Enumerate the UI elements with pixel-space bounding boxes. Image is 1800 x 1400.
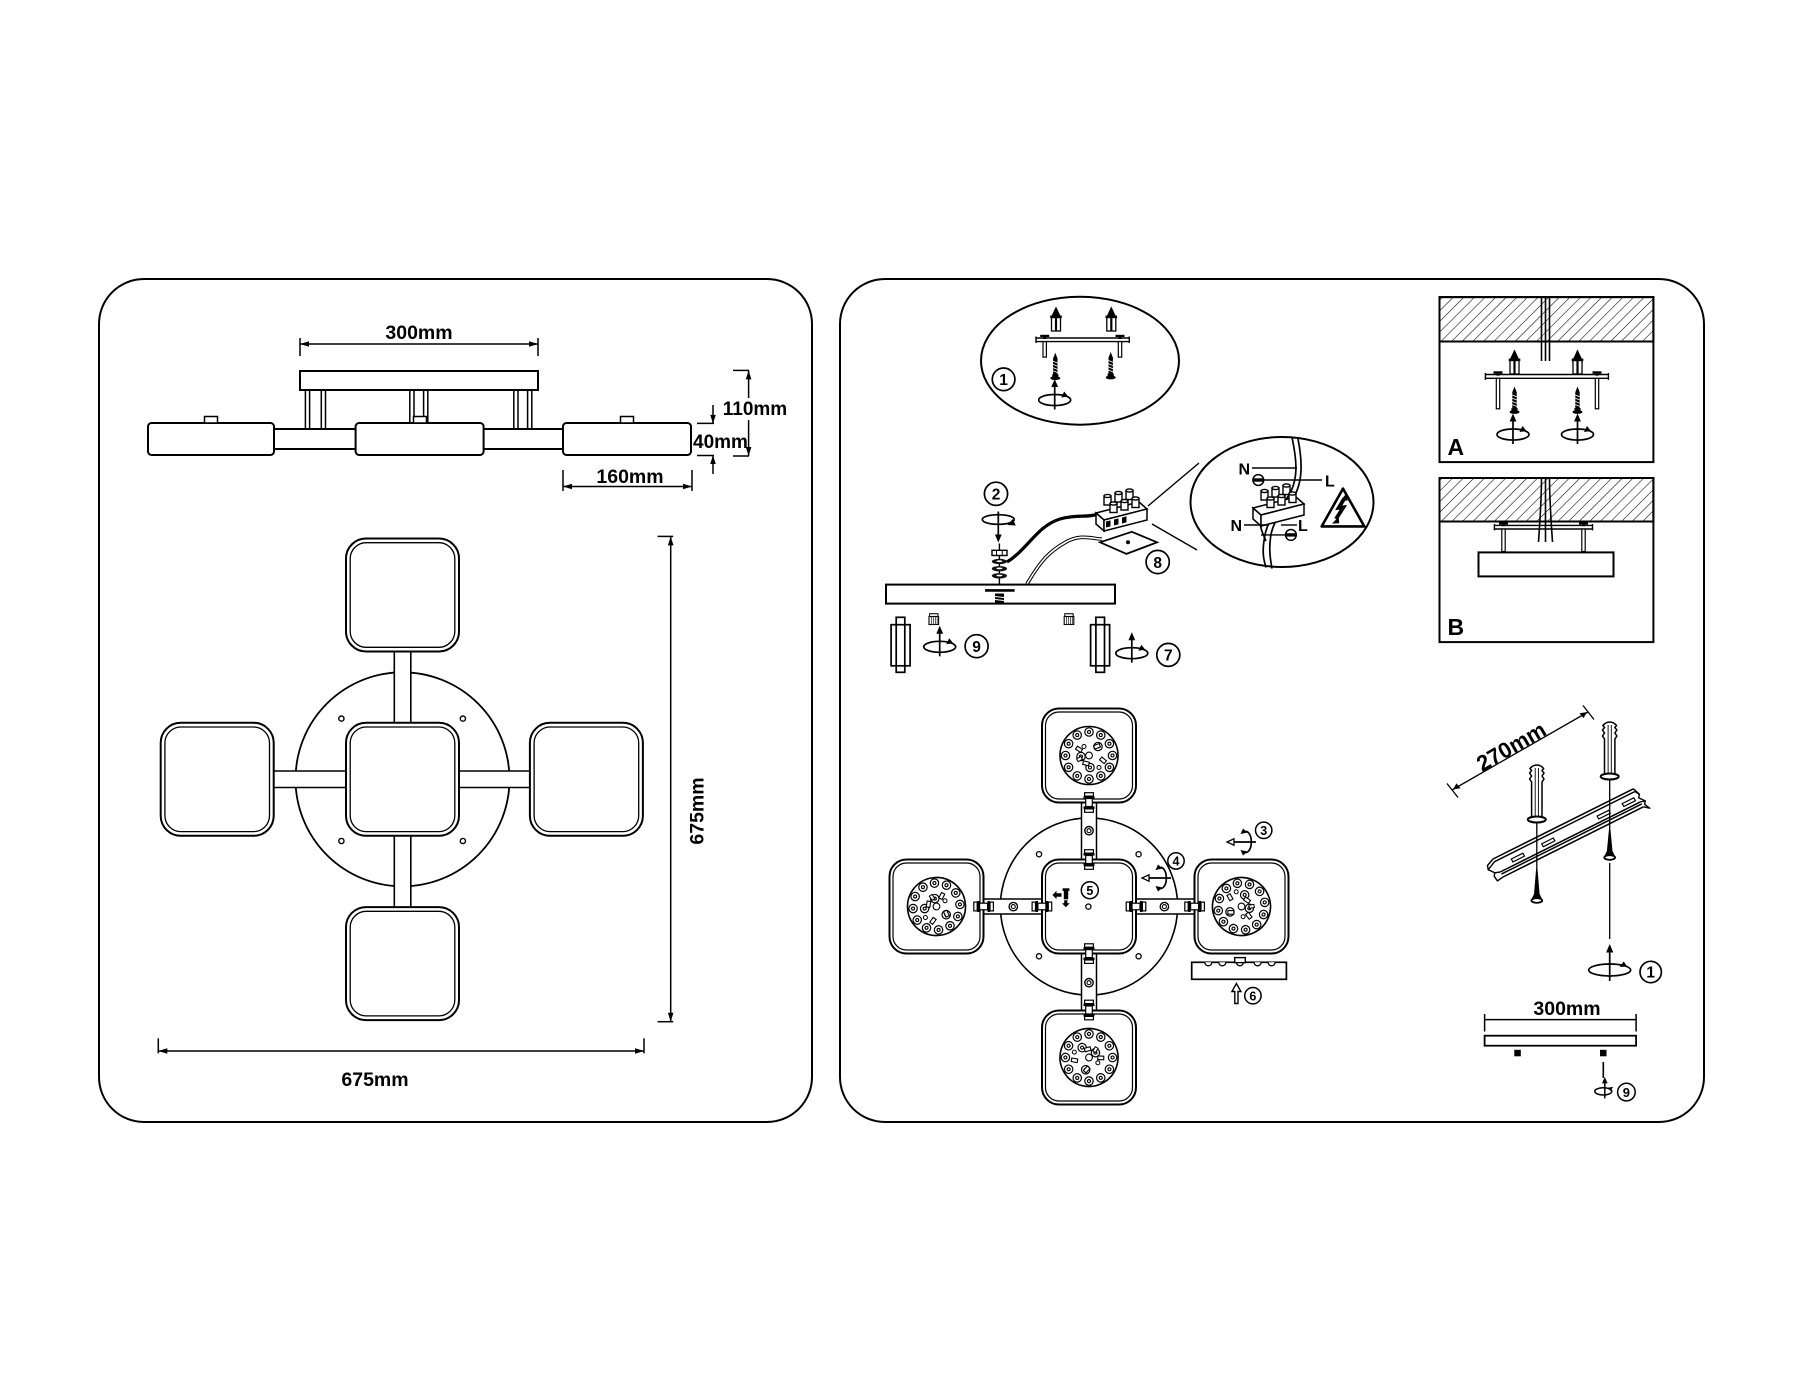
svg-text:160mm: 160mm: [596, 466, 663, 488]
svg-text:300mm: 300mm: [385, 322, 452, 344]
svg-text:7: 7: [1164, 648, 1173, 665]
svg-text:9: 9: [1623, 1085, 1630, 1100]
svg-text:6: 6: [1249, 989, 1256, 1003]
svg-text:N: N: [1230, 518, 1242, 535]
svg-text:675mm: 675mm: [341, 1069, 408, 1091]
svg-text:9: 9: [972, 639, 981, 656]
svg-text:1: 1: [1646, 965, 1655, 982]
svg-text:3: 3: [1260, 824, 1267, 838]
svg-text:N: N: [1238, 462, 1250, 479]
svg-text:5: 5: [1086, 884, 1093, 898]
svg-text:2: 2: [992, 487, 1001, 504]
svg-text:110mm: 110mm: [723, 399, 787, 420]
svg-text:300mm: 300mm: [1533, 998, 1600, 1020]
svg-text:L: L: [1298, 518, 1308, 535]
svg-text:1: 1: [999, 372, 1008, 389]
svg-text:L: L: [1325, 474, 1335, 491]
svg-text:A: A: [1448, 434, 1465, 460]
svg-text:4: 4: [1173, 855, 1180, 869]
svg-text:675mm: 675mm: [687, 777, 709, 844]
svg-text:40mm: 40mm: [693, 432, 748, 453]
svg-text:B: B: [1448, 614, 1465, 640]
svg-text:8: 8: [1153, 555, 1162, 572]
